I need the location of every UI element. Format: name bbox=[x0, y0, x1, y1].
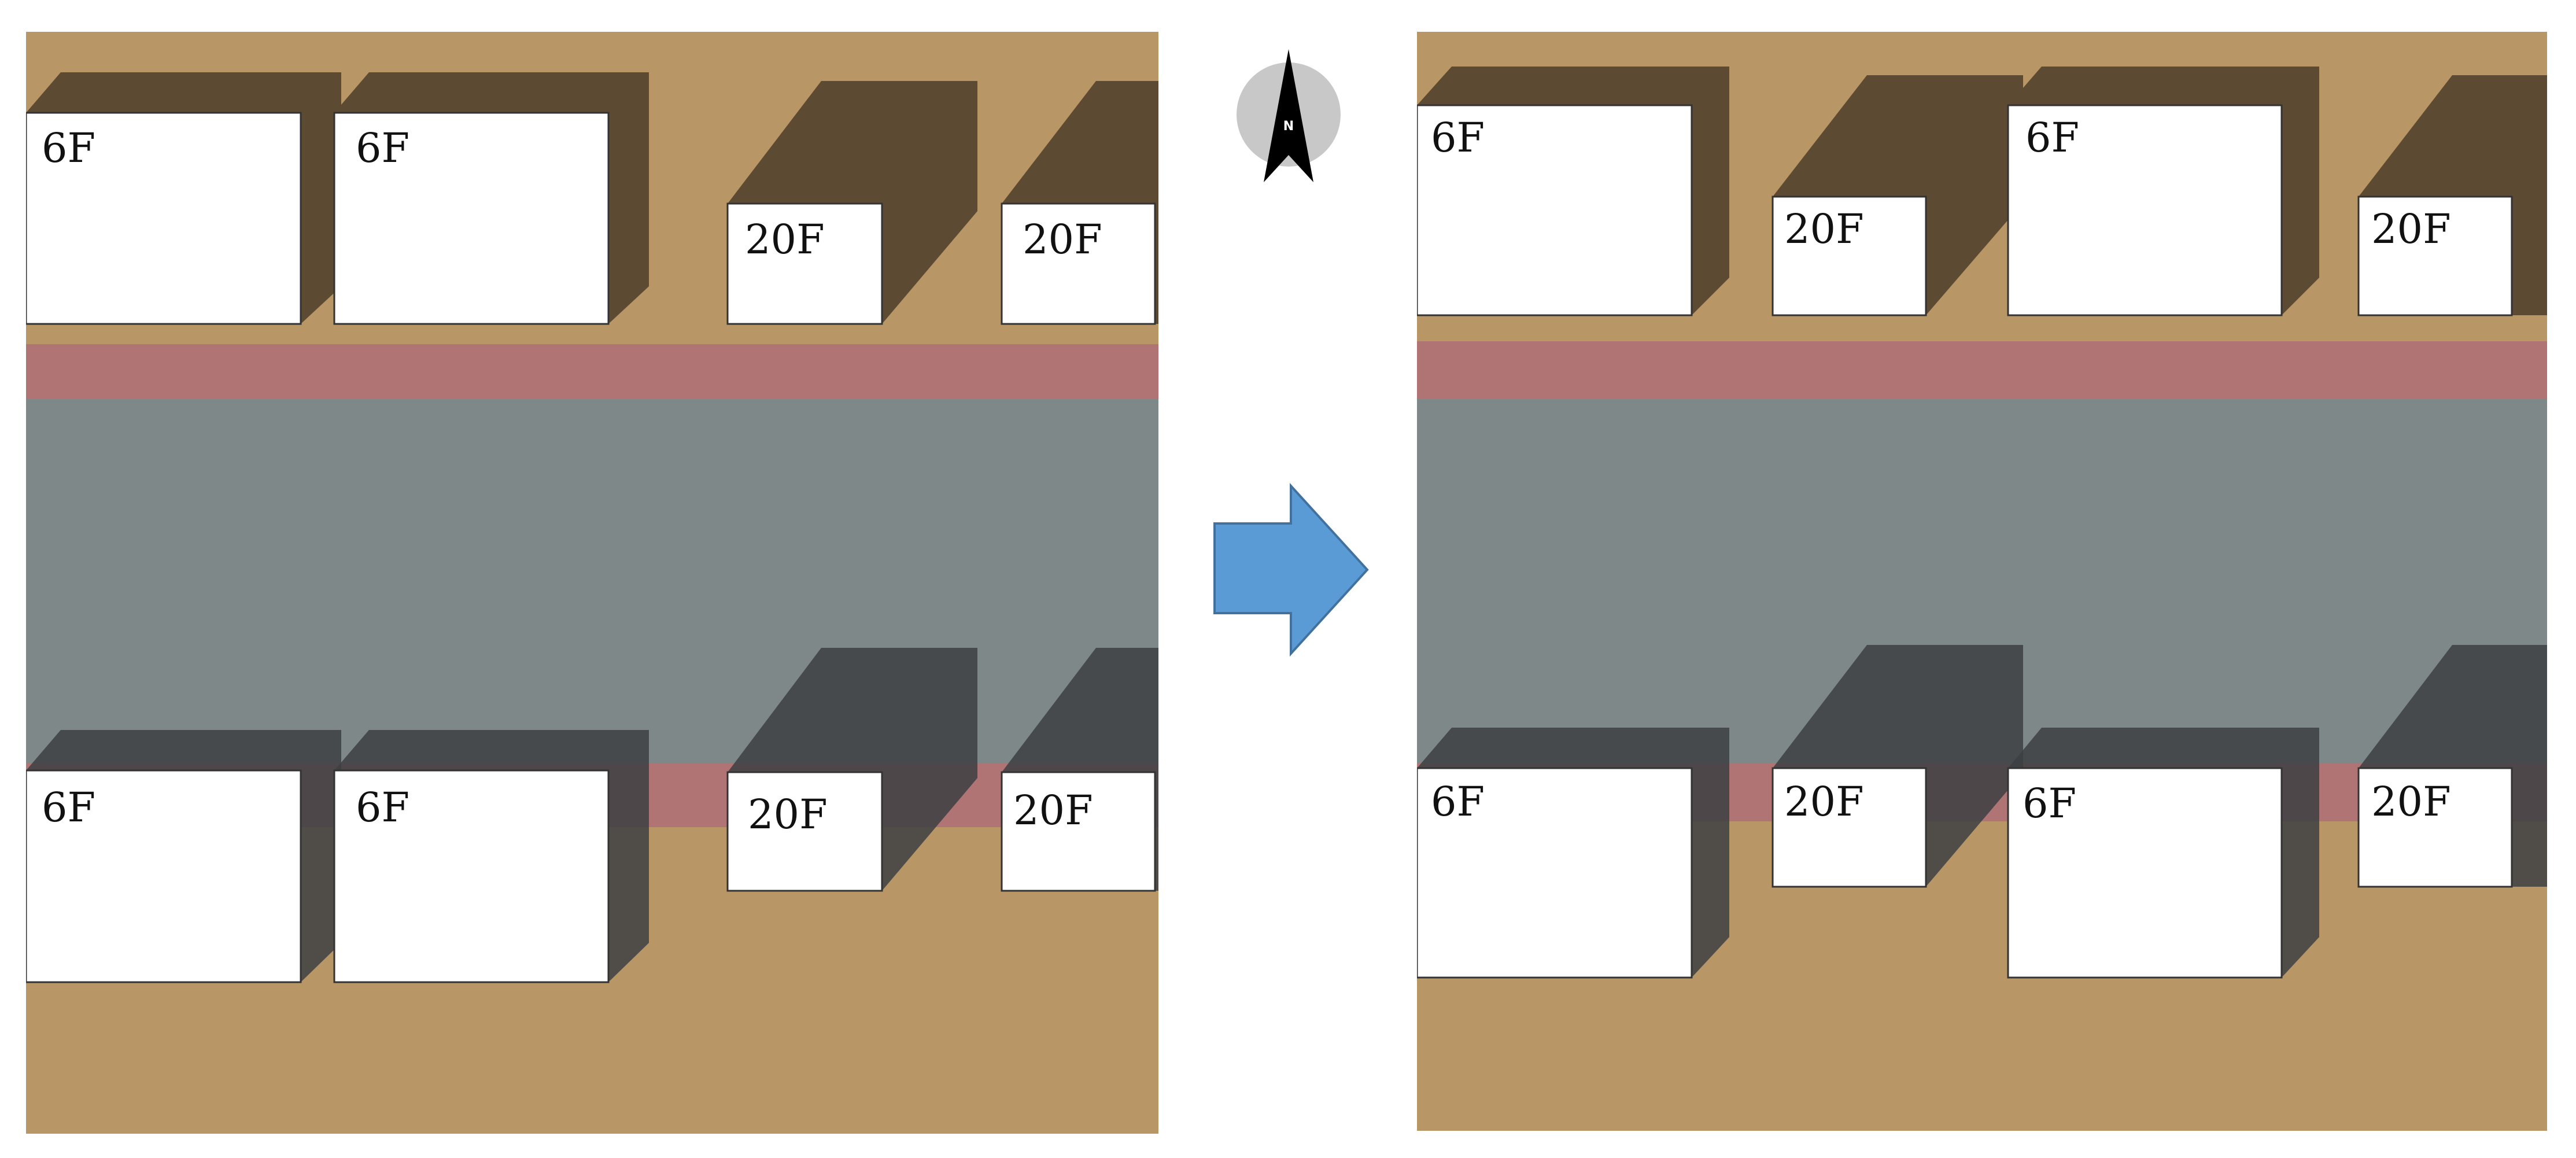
building-floors-label: 6F bbox=[1431, 778, 1485, 825]
building: 6F bbox=[2007, 767, 2283, 979]
right-arrow-icon bbox=[1213, 482, 1369, 657]
panel-after: 6F 20F 6F 20F 6F 20F 6F 20F bbox=[1417, 32, 2547, 1131]
building-floors-label: 20F bbox=[1784, 778, 1864, 825]
building-floors-label: 6F bbox=[1431, 114, 1485, 161]
sidewalk-top bbox=[1417, 341, 2547, 399]
building: 6F bbox=[1417, 767, 1693, 979]
building: 6F bbox=[333, 769, 610, 983]
building-floors-label: 20F bbox=[1784, 205, 1864, 253]
building: 20F bbox=[1001, 771, 1156, 892]
compass-north-label: N bbox=[1283, 119, 1294, 134]
building: 6F bbox=[1417, 104, 1693, 316]
building-floors-label: 20F bbox=[2371, 205, 2451, 253]
building-floors-label: 6F bbox=[42, 124, 95, 172]
building-floors-label: 6F bbox=[356, 784, 409, 831]
building: 20F bbox=[2357, 196, 2513, 316]
panel-before: 6F 6F 20F 20F 6F 6F 20F 20F bbox=[26, 32, 1158, 1134]
building: 20F bbox=[1001, 202, 1156, 325]
building: 6F bbox=[26, 769, 302, 983]
building-floors-label: 6F bbox=[2023, 780, 2076, 827]
building: 6F bbox=[2007, 104, 2283, 316]
building-floors-label: 20F bbox=[2371, 778, 2451, 825]
building: 20F bbox=[726, 771, 883, 892]
building: 20F bbox=[2357, 767, 2513, 888]
building: 6F bbox=[333, 112, 610, 325]
building-floors-label: 20F bbox=[1023, 216, 1102, 263]
building-floors-label: 6F bbox=[42, 784, 95, 831]
building: 6F bbox=[26, 112, 302, 325]
building: 20F bbox=[726, 202, 883, 325]
road bbox=[26, 399, 1158, 764]
north-arrow-icon: N bbox=[1237, 49, 1341, 182]
sidewalk-top bbox=[26, 344, 1158, 399]
building: 20F bbox=[1772, 767, 1927, 888]
building-floors-label: 20F bbox=[1013, 787, 1093, 834]
building-floors-label: 20F bbox=[748, 791, 828, 838]
building: 20F bbox=[1772, 196, 1927, 316]
building-floors-label: 6F bbox=[356, 124, 409, 172]
building-floors-label: 6F bbox=[2025, 114, 2079, 161]
building-floors-label: 20F bbox=[745, 216, 825, 263]
